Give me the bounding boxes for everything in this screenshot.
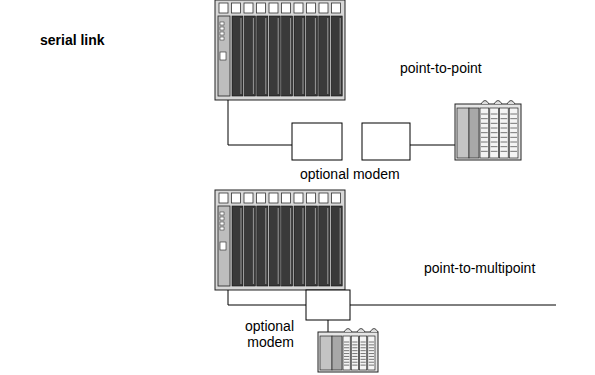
serial-wire: [328, 320, 329, 332]
modem-box: [292, 123, 342, 160]
modem-box: [306, 290, 350, 320]
serial-wire: [228, 290, 306, 305]
modem-label: optional modem: [228, 318, 294, 350]
serial-wire: [228, 100, 292, 145]
plc-rack: [215, 190, 345, 290]
serial-wire: [410, 145, 455, 146]
slc-controller: [318, 329, 378, 373]
serial-wire: [350, 305, 556, 306]
plc-rack: [215, 0, 345, 100]
modem-label: optional modem: [300, 166, 400, 182]
link-type-label: point-to-multipoint: [424, 260, 535, 276]
section-heading: serial link: [40, 32, 105, 48]
modem-box: [362, 123, 410, 160]
slc-controller: [455, 101, 521, 161]
link-type-label: point-to-point: [400, 60, 482, 76]
